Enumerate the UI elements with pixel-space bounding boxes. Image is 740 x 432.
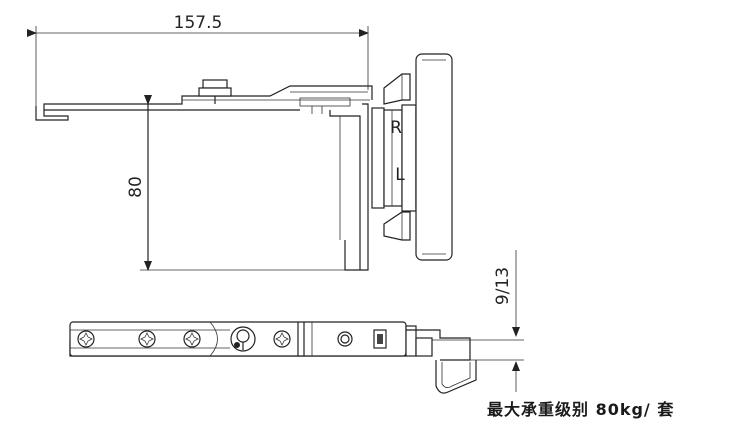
max-load-caption: 最大承重级别 80kg/ 套 [487,400,675,419]
screw-icon [77,330,95,348]
hinge-side-view: R L [35,53,453,271]
adjust-dimension: 9/13 [410,250,524,392]
adjust-dimension-label: 9/13 [493,267,513,305]
lock-slot-icon [373,329,387,349]
right-mark: R [390,118,402,138]
height-dimension: 80 [126,95,350,271]
screw-icon [273,330,291,348]
adjust-key-icon [230,326,256,352]
width-dimension-label: 157.5 [174,13,223,33]
pin-icon [337,331,353,347]
height-dimension-label: 80 [126,176,146,198]
screw-icon [138,330,156,348]
left-mark: L [395,165,405,185]
width-dimension: 157.5 [27,13,369,106]
hinge-plate-top-view [69,321,477,394]
screw-icon [183,330,201,348]
